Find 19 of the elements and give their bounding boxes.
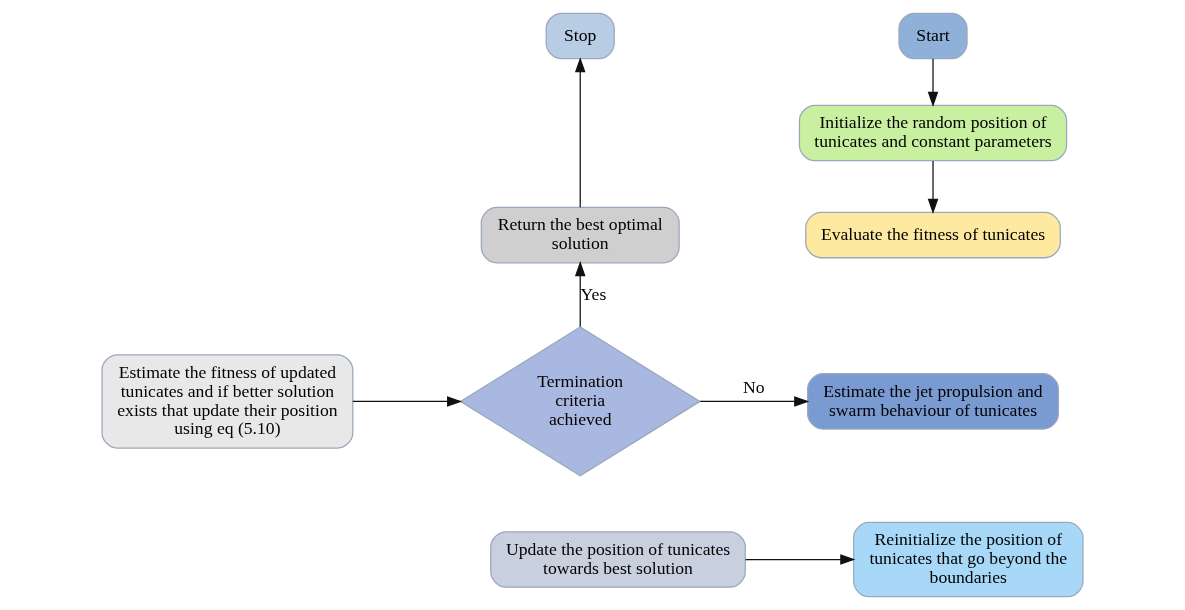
node-box: Stop: [545, 12, 615, 60]
node-box: Initialize the random position of tunicates and constant parameters: [798, 104, 1068, 162]
node-box: Reinitialize the position of tunicates that go beyond the boundaries: [853, 521, 1084, 598]
node-diamond: Termination criteria achieved: [459, 326, 702, 477]
node-box: Estimate the fitness of updated tunicates and if better solution exists that update their position using eq (5.10): [101, 354, 354, 449]
arrow: [744, 554, 856, 565]
node-box: Update the position of tunicates towards best solution: [490, 531, 746, 588]
edge-label: Yes: [580, 283, 607, 304]
arrow: [352, 396, 463, 407]
node-box: Estimate the jet propulsion and swarm behaviour of tunicates: [807, 373, 1060, 430]
arrow: [927, 58, 939, 107]
arrow: [699, 396, 810, 407]
edge-label: No: [743, 376, 765, 397]
node-box: Start: [898, 12, 968, 60]
node-box: Return the best optimal solution: [480, 206, 680, 264]
arrow: [927, 160, 939, 214]
arrow: [574, 261, 586, 328]
arrow: [574, 57, 586, 208]
node-box: Evaluate the fitness of tunicates: [805, 211, 1061, 259]
